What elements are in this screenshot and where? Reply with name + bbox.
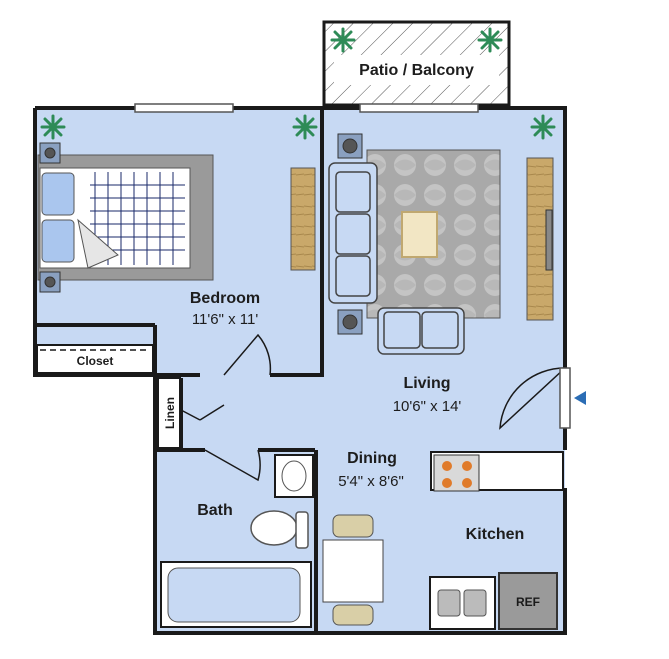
doors [180,333,571,482]
bed-icon [37,154,214,281]
patio-label: Patio / Balcony [359,62,474,79]
bedroom-dresser [290,167,316,271]
loveseat-icon [377,307,465,355]
patio-balcony [322,20,511,107]
sofa-icon [328,162,378,304]
tv-icon [545,209,553,271]
linen-closet [157,377,181,449]
bathtub-icon [160,561,312,628]
refrigerator [498,572,558,630]
bath-name: Bath [197,502,233,519]
toilet-icon [250,510,309,549]
bedroom-name: Bedroom [189,290,261,307]
stove-icon [433,454,480,492]
sink-icon [274,454,314,498]
bedroom-dimensions: 11'6" x 11' [191,311,259,328]
dining-dimensions: 5'4" x 8'6" [338,473,404,490]
kitchen-sink-icon [429,576,496,630]
living-dimensions: 10'6" x 14' [392,398,462,415]
dining-name: Dining [347,450,397,467]
ref-label: REF [516,595,540,609]
entry-arrow-icon [574,391,586,405]
plant-icon [40,27,556,140]
living-name: Living [403,375,451,392]
kitchen-name: Kitchen [465,526,525,543]
nightstand-icons [39,142,61,293]
closet [36,344,154,374]
windows [134,103,479,113]
linen-label: Linen [163,397,177,429]
walls [33,106,567,635]
closet-label: Closet [76,354,114,368]
lamp-tables [337,133,363,335]
dining-table [322,514,384,626]
coffee-table [401,211,438,258]
